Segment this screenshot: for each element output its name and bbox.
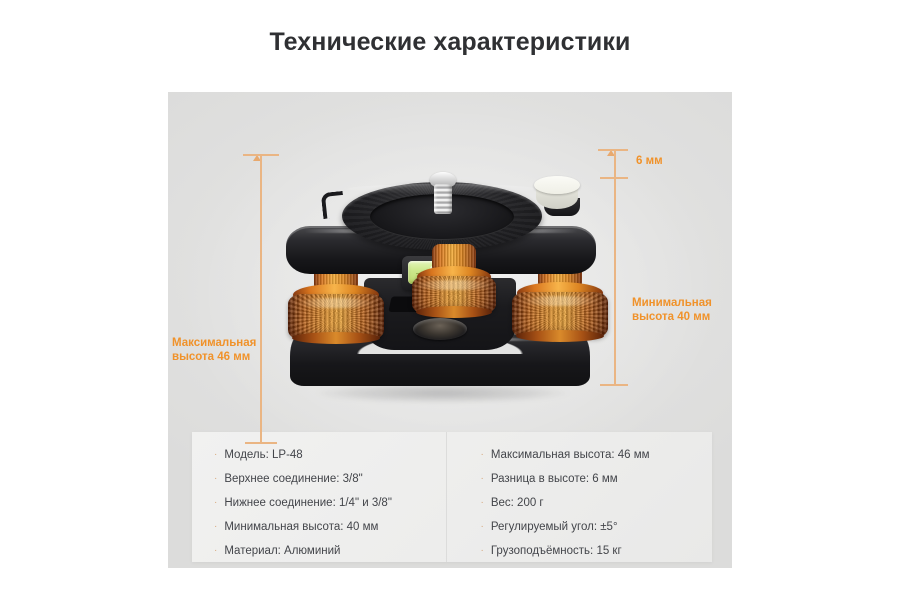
product-panel: Максимальная высота 46 мм 6 мм Минимальн…	[168, 92, 732, 568]
dimension-line	[614, 151, 616, 177]
page-title: Технические характеристики	[269, 28, 631, 56]
screw-thread	[434, 184, 452, 214]
dimension-label-height-difference: 6 мм	[636, 155, 663, 167]
spec-text: Максимальная высота: 46 мм	[490, 449, 650, 461]
bullet-icon: ·	[480, 497, 484, 508]
dimension-tick-top	[598, 149, 628, 151]
dimension-min-height: Минимальная высота 40 мм	[598, 178, 732, 394]
spec-item: · Нижнее соединение: 1/4" и 3/8"	[214, 496, 446, 510]
spec-item: · Минимальная высота: 40 мм	[214, 520, 446, 534]
specifications-card: · Модель: LP-48 · Верхнее соединение: 3/…	[192, 432, 712, 562]
spec-item: · Максимальная высота: 46 мм	[481, 448, 713, 462]
bullet-icon: ·	[214, 521, 218, 532]
bullet-icon: ·	[214, 473, 218, 484]
bullet-icon: ·	[480, 473, 484, 484]
bullet-icon: ·	[214, 545, 218, 556]
spec-item: · Материал: Алюминий	[214, 544, 446, 558]
mounting-screw	[428, 172, 458, 216]
spec-item: · Регулируемый угол: ±5°	[481, 520, 713, 534]
dimension-tick-bottom	[600, 177, 628, 179]
spec-text: Верхнее соединение: 3/8"	[224, 473, 363, 485]
bullet-icon: ·	[214, 497, 218, 508]
bullet-icon: ·	[480, 449, 484, 460]
knob-highlight	[297, 298, 375, 308]
adjustment-knob-right	[510, 260, 610, 350]
bullet-icon: ·	[480, 545, 484, 556]
dimension-height-difference: 6 мм	[598, 144, 718, 190]
adjustment-knob-left	[286, 262, 386, 352]
spec-text: Разница в высоте: 6 мм	[490, 473, 618, 485]
spec-item: · Модель: LP-48	[214, 448, 446, 462]
side-cap-top	[534, 176, 580, 194]
product-image	[168, 92, 732, 422]
dimension-max-height: Максимальная высота 46 мм	[172, 150, 390, 450]
specifications-column-right: · Максимальная высота: 46 мм · Разница в…	[445, 432, 713, 562]
dimension-arrow-up	[253, 155, 261, 161]
specifications-column-left: · Модель: LP-48 · Верхнее соединение: 3/…	[192, 432, 446, 562]
spec-text: Модель: LP-48	[224, 449, 303, 461]
knob-knurled-barrel	[512, 292, 608, 342]
bullet-icon: ·	[480, 521, 484, 532]
spec-item: · Верхнее соединение: 3/8"	[214, 472, 446, 486]
adjustment-knob-center	[404, 244, 504, 334]
spec-text: Грузоподъёмность: 15 кг	[490, 545, 622, 557]
knob-knurled-barrel	[412, 276, 496, 318]
knob-highlight	[521, 296, 599, 306]
spec-text: Нижнее соединение: 1/4" и 3/8"	[224, 497, 392, 509]
spec-text: Регулируемый угол: ±5°	[490, 521, 618, 533]
spec-item: · Вес: 200 г	[481, 496, 713, 510]
dimension-line	[260, 156, 262, 442]
spec-item: · Разница в высоте: 6 мм	[481, 472, 713, 486]
dimension-line	[614, 178, 616, 384]
dimension-label-min-height: Минимальная высота 40 мм	[632, 297, 712, 323]
dimension-tick-bottom	[600, 384, 628, 386]
dimension-arrow-up	[607, 150, 615, 156]
knob-highlight	[415, 280, 493, 290]
center-bore	[413, 318, 467, 340]
dimension-label-max-height: Максимальная высота 46 мм	[172, 337, 257, 363]
spec-text: Минимальная высота: 40 мм	[224, 521, 379, 533]
dimension-tick-top	[243, 154, 279, 156]
center-body	[364, 278, 516, 350]
dimension-tick-bottom	[245, 442, 277, 444]
knob-knurled-barrel	[288, 294, 384, 344]
spec-item: · Грузоподъёмность: 15 кг	[481, 544, 713, 558]
side-cap	[534, 176, 580, 216]
bullet-icon: ·	[214, 449, 218, 460]
spec-text: Материал: Алюминий	[224, 545, 341, 557]
spec-text: Вес: 200 г	[490, 497, 544, 509]
